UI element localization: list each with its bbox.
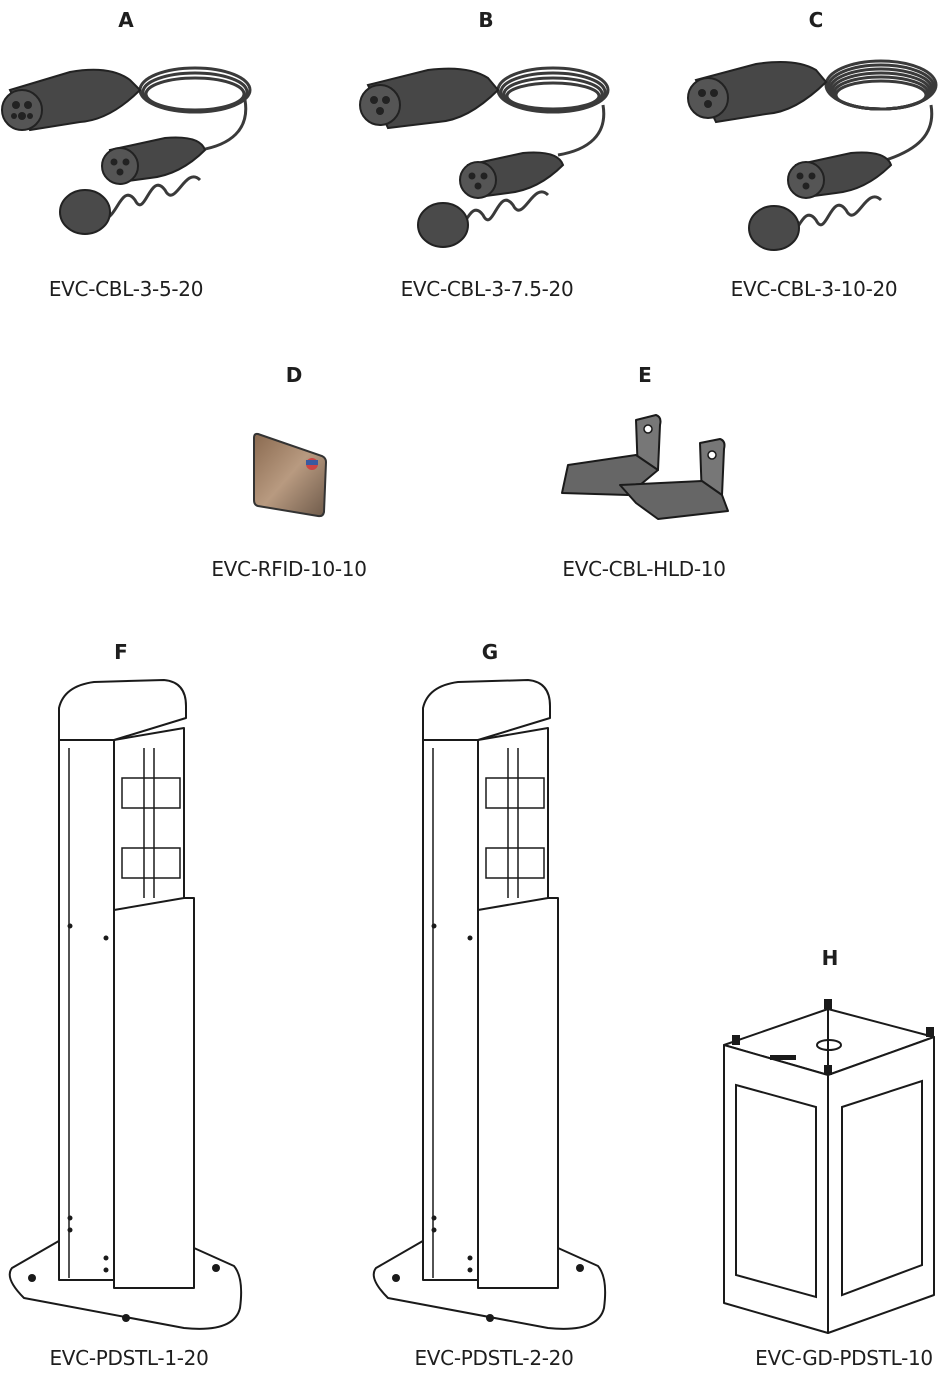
item-g-code: EVC-PDSTL-2-20: [414, 1346, 574, 1370]
pedestal-icon: [8, 679, 243, 1330]
item-d-code: EVC-RFID-10-10: [211, 557, 367, 581]
item-f-code: EVC-PDSTL-1-20: [49, 1346, 209, 1370]
item-h-code: EVC-GD-PDSTL-10: [755, 1346, 933, 1370]
rfid-card-icon: [253, 432, 328, 518]
item-e-code: EVC-CBL-HLD-10: [562, 557, 726, 581]
cable-holder-icon: [561, 414, 729, 520]
item-a-code: EVC-CBL-3-5-20: [48, 277, 204, 301]
item-h-letter: H: [821, 946, 839, 970]
item-f-letter: F: [114, 640, 128, 664]
item-c-letter: C: [808, 8, 824, 32]
item-c-code: EVC-CBL-3-10-20: [730, 277, 898, 301]
pedestal-icon: [372, 679, 607, 1330]
charging-cable-icon: [359, 66, 610, 248]
item-e-letter: E: [638, 363, 652, 387]
item-g-letter: G: [481, 640, 499, 664]
charging-cable-icon: [1, 66, 252, 235]
item-d-letter: D: [285, 363, 303, 387]
ground-mount-frame-icon: [723, 999, 935, 1334]
item-a-letter: A: [118, 8, 134, 32]
item-b-code: EVC-CBL-3-7.5-20: [400, 277, 574, 301]
charging-cable-icon: [687, 59, 938, 251]
item-b-letter: B: [478, 8, 494, 32]
